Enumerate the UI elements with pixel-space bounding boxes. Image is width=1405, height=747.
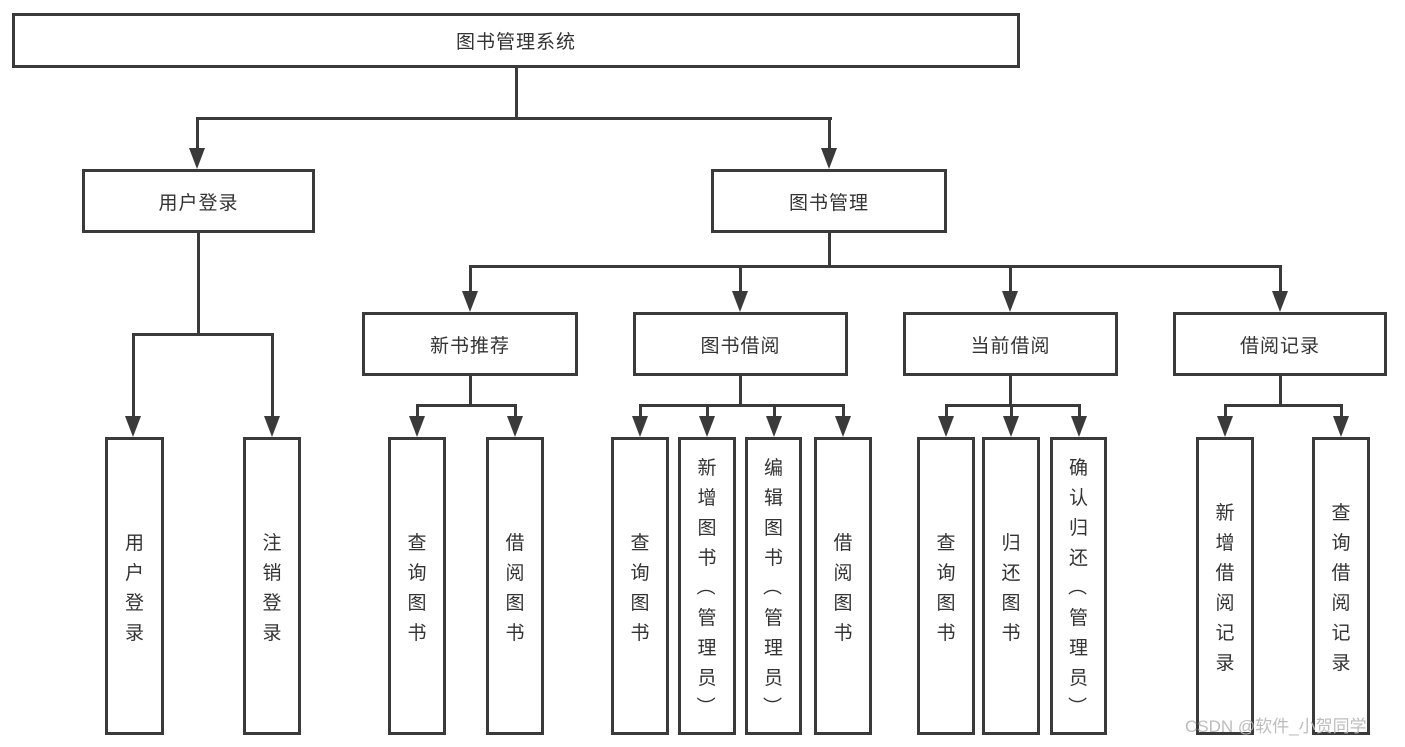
connector-line [828, 119, 831, 150]
arrow-down-icon [1272, 291, 1288, 312]
node-borrowing-records: 借阅记录 [1173, 312, 1387, 376]
leaf-query-borrow-record: 查询借阅记录 [1312, 437, 1370, 735]
connector-line [1009, 376, 1012, 406]
connector-line [1009, 267, 1012, 293]
connector-line [739, 376, 742, 406]
leaf-query-books-recommend: 查询图书 [388, 437, 446, 735]
leaf-add-book-admin: 新增图书（管理员） [678, 437, 736, 735]
node-user-login: 用户登录 [82, 169, 315, 233]
node-book-management: 图书管理 [711, 169, 947, 233]
arrow-down-icon [507, 416, 523, 437]
node-book-borrowing: 图书借阅 [633, 312, 848, 376]
leaf-query-books-current: 查询图书 [917, 437, 975, 735]
arrow-down-icon [1002, 291, 1018, 312]
arrow-down-icon [821, 148, 837, 169]
connector-line [469, 267, 472, 293]
leaf-borrow-books: 借阅图书 [814, 437, 872, 735]
connector-line [773, 406, 776, 417]
connector-line [945, 406, 948, 417]
connector-line [706, 406, 709, 417]
node-current-borrowing: 当前借阅 [903, 312, 1118, 376]
leaf-borrow-books-recommend: 借阅图书 [486, 437, 544, 735]
arrow-down-icon [409, 416, 425, 437]
connector-line [1340, 406, 1343, 417]
connector-line [1279, 376, 1282, 406]
arrow-down-icon [1333, 416, 1349, 437]
connector-line [639, 406, 642, 417]
connector-line [1010, 406, 1013, 417]
leaf-confirm-return-admin: 确认归还（管理员） [1050, 437, 1107, 735]
connector-line [132, 333, 274, 336]
arrow-down-icon [189, 148, 205, 169]
connector-line [416, 404, 517, 407]
connector-line [739, 267, 742, 293]
arrow-down-icon [632, 416, 648, 437]
csdn-watermark: CSDN @软件_小贺同学 [1185, 717, 1367, 736]
arrow-down-icon [125, 416, 141, 437]
connector-line [514, 406, 517, 417]
connector-line [1078, 406, 1081, 417]
connector-line [842, 406, 845, 417]
connector-line [1224, 404, 1343, 407]
arrow-down-icon [264, 416, 280, 437]
arrow-down-icon [732, 291, 748, 312]
connector-line [132, 335, 135, 417]
connector-line [196, 119, 199, 150]
connector-line [515, 68, 518, 118]
connector-line [1279, 267, 1282, 293]
arrow-down-icon [462, 291, 478, 312]
connector-line [828, 233, 831, 267]
connector-line [196, 117, 832, 120]
arrow-down-icon [699, 416, 715, 437]
leaf-add-borrow-record: 新增借阅记录 [1196, 437, 1254, 735]
leaf-edit-book-admin: 编辑图书（管理员） [745, 437, 802, 735]
leaf-return-books: 归还图书 [982, 437, 1040, 735]
connector-line [945, 404, 1081, 407]
arrow-down-icon [1217, 416, 1233, 437]
node-new-book-recommendation: 新书推荐 [362, 312, 578, 376]
arrow-down-icon [1071, 416, 1087, 437]
connector-line [469, 376, 472, 406]
connector-line [469, 265, 1282, 268]
arrow-down-icon [1003, 416, 1019, 437]
arrow-down-icon [938, 416, 954, 437]
connector-line [271, 335, 274, 417]
connector-line [1224, 406, 1227, 417]
connector-line [197, 233, 200, 335]
arrow-down-icon [766, 416, 782, 437]
connector-line [416, 406, 419, 417]
arrow-down-icon [835, 416, 851, 437]
leaf-query-books-borrow: 查询图书 [611, 437, 669, 735]
leaf-logout: 注销登录 [243, 437, 301, 735]
node-library-management-system: 图书管理系统 [12, 13, 1020, 68]
connector-line [639, 404, 845, 407]
leaf-user-login: 用户登录 [105, 437, 164, 735]
